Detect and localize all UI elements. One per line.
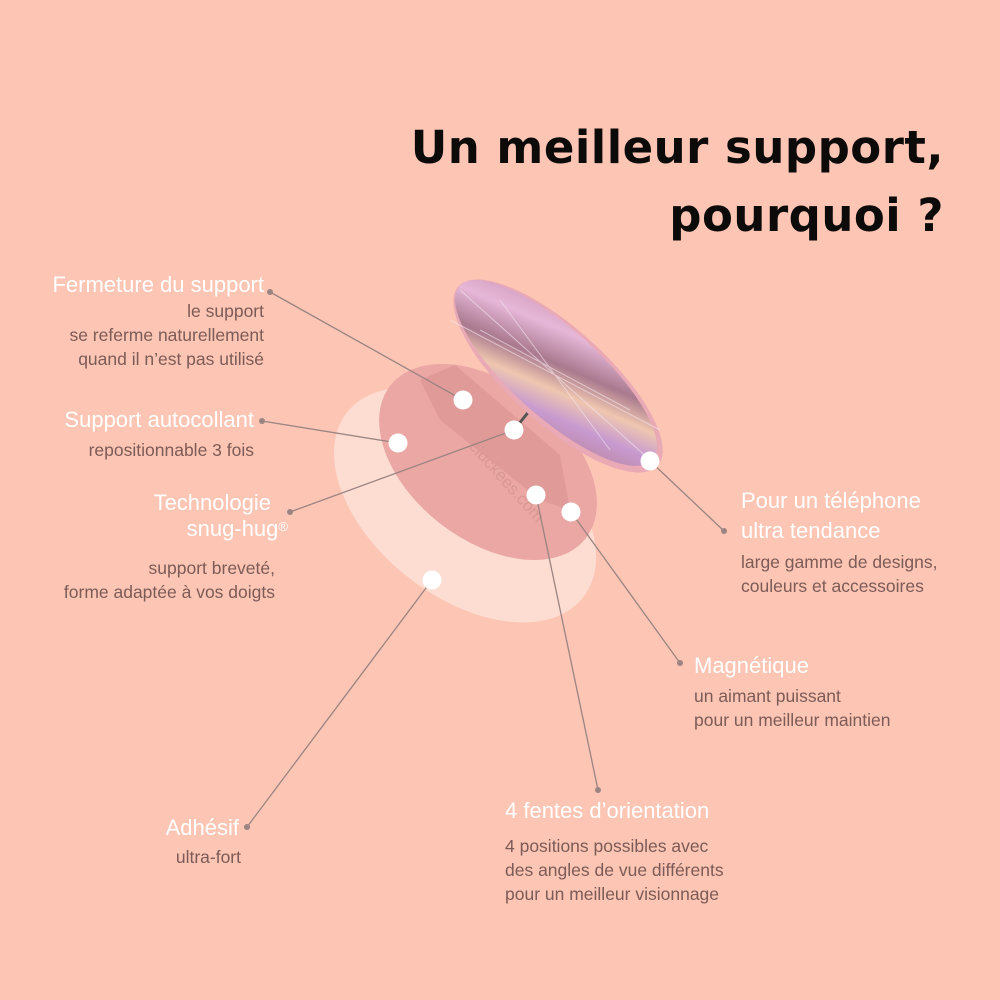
- callout-heading: Technologie: [153, 490, 271, 515]
- callout-heading: Pour un téléphone: [741, 488, 921, 513]
- callout-text: repositionnable 3 fois: [88, 440, 254, 460]
- callout-text: un aimant puissant: [694, 686, 841, 706]
- registered-mark: ®: [278, 519, 288, 534]
- callout-text: couleurs et accessoires: [741, 576, 924, 596]
- callout-closure: Fermeture du support le support se refer…: [52, 272, 264, 371]
- callout-heading: snug-hug: [186, 516, 279, 541]
- callout-text: des angles de vue différents: [505, 860, 724, 880]
- leader-lines: [246, 291, 725, 828]
- callout-heading: Support autocollant: [64, 407, 254, 432]
- callout-adhesive-support: Support autocollant repositionnable 3 fo…: [64, 407, 254, 462]
- callout-text: quand il n’est pas utilisé: [78, 349, 264, 369]
- callout-magnetic: Magnétique un aimant puissant pour un me…: [694, 653, 891, 732]
- disc-pattern: [449, 289, 661, 461]
- callout-text: 4 positions possibles avec: [505, 836, 709, 856]
- title-line-2: pourquoi ?: [669, 189, 944, 242]
- title-line-1: Un meilleur support,: [410, 121, 944, 174]
- callout-heading: Magnétique: [694, 653, 809, 678]
- leader-end-dots: [244, 289, 727, 830]
- hotspot-dots: [388, 390, 660, 590]
- callout-heading: Fermeture du support: [52, 272, 264, 297]
- callout-text: large gamme de designs,: [741, 552, 938, 572]
- holographic-disc: [455, 280, 657, 466]
- callout-text: forme adaptée à vos doigts: [63, 582, 275, 602]
- callout-text: se referme naturellement: [69, 325, 264, 345]
- callout-adhesive: Adhésif ultra-fort: [165, 815, 241, 869]
- callout-trendy: Pour un téléphone ultra tendance large g…: [741, 488, 938, 598]
- callout-heading: ultra tendance: [741, 518, 881, 543]
- callout-heading: 4 fentes d’orientation: [505, 798, 710, 823]
- callout-text: pour un meilleur visionnage: [505, 884, 720, 904]
- callout-text: ultra-fort: [175, 847, 241, 867]
- page-title: Un meilleur support, pourquoi ?: [411, 114, 944, 250]
- callout-slots: 4 fentes d’orientation 4 positions possi…: [505, 798, 724, 906]
- callout-text: support breveté,: [148, 558, 275, 578]
- callout-text: le support: [187, 301, 264, 321]
- callout-snug-hug: Technologie snug-hug® support breveté, f…: [64, 490, 288, 604]
- callout-heading: Adhésif: [165, 815, 239, 840]
- callout-text: pour un meilleur maintien: [694, 710, 891, 730]
